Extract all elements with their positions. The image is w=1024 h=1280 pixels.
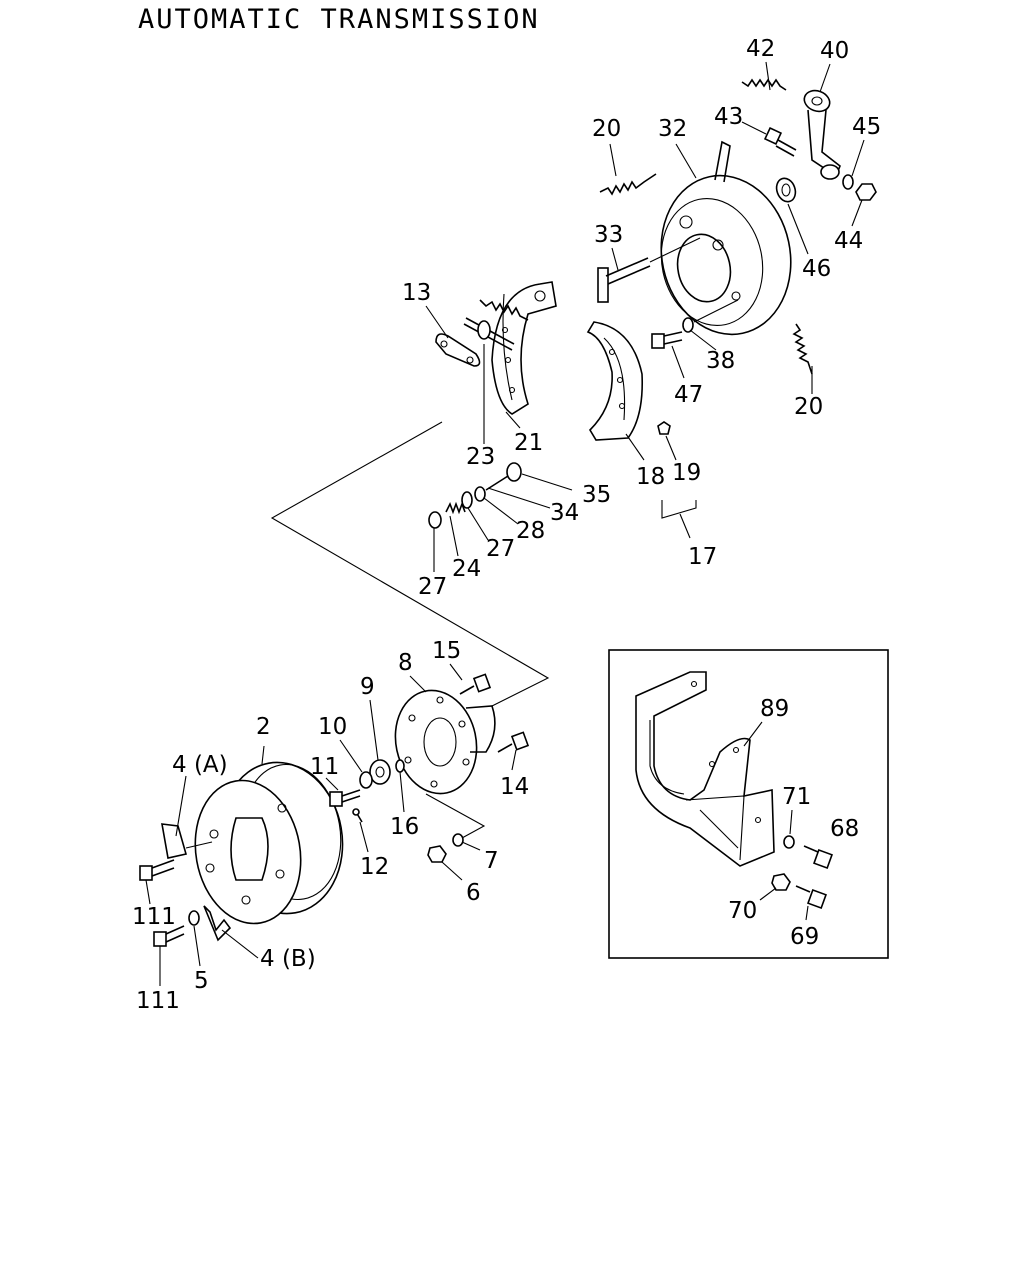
callout-45: 45 [852,114,881,140]
callout-24: 24 [452,556,481,582]
nut-70-part [771,873,791,891]
washer-38-part [682,317,694,333]
leader-lines [145,61,865,986]
callout-6: 6 [466,880,481,906]
washer-28-part [474,486,486,502]
callout-20-lower: 20 [794,394,823,420]
callout-23: 23 [466,444,495,470]
plate-13-part [435,333,481,367]
hub-8-part [394,689,496,795]
brake-shoe-right-part [586,321,644,441]
washer-27-upper-part [461,491,473,509]
callout-18: 18 [636,464,665,490]
adjuster-23-part [463,317,515,351]
spring-42-part [741,78,787,91]
bolt-11-part [329,789,361,807]
ring-16-part [395,759,405,773]
diagram-title: AUTOMATIC TRANSMISSION [138,4,540,35]
assembly-indicator-line [270,421,550,707]
callout-42: 42 [746,36,775,62]
washer-71-part [783,835,795,849]
nut-44-part [855,183,877,201]
cap-35-part [506,462,522,482]
callout-4a: 4 (A) [172,752,228,778]
bolt-47-part [651,331,683,349]
bolt-68-part [803,845,833,869]
callout-15: 15 [432,638,461,664]
callout-8: 8 [398,650,413,676]
callout-69: 69 [790,924,819,950]
brake-drum-part [194,761,344,925]
brake-shoe-left-part [491,281,557,415]
callout-33: 33 [594,222,623,248]
pin-33-part [597,237,701,303]
hub-indicator-line [425,793,486,839]
bracket-89-part [635,671,775,867]
callout-32: 32 [658,116,687,142]
callout-17: 17 [688,544,717,570]
callout-34: 34 [550,500,579,526]
washer-27-lower-part [428,511,442,529]
callout-27-upper: 27 [486,536,515,562]
callout-12: 12 [360,854,389,880]
bolt-15-part [459,673,492,695]
callout-38: 38 [706,348,735,374]
washer-45-part [842,174,854,190]
pin-34-part [485,475,509,491]
callout-46: 46 [802,256,831,282]
nut-6-part [427,845,447,863]
callout-16: 16 [390,814,419,840]
callout-111-upper: 111 [132,904,176,930]
callout-13: 13 [402,280,431,306]
callout-14: 14 [500,774,529,800]
spring-24-part [445,501,466,515]
inset-frame [608,649,889,959]
pin-19-part [657,421,671,435]
washer-46-part [775,177,797,203]
callout-20-upper: 20 [592,116,621,142]
bolt-43-part [763,126,797,157]
bolt-69-part [795,885,827,909]
callout-10: 10 [318,714,347,740]
spring-20-upper-part [599,173,657,196]
washer-7-part [452,833,464,847]
callout-9: 9 [360,674,375,700]
callout-89: 89 [760,696,789,722]
callout-27-lower: 27 [418,574,447,600]
spring-20-lower-part [792,323,813,375]
callout-111-lower: 111 [136,988,180,1014]
callout-5: 5 [194,968,209,994]
callout-11: 11 [310,754,339,780]
callout-44: 44 [834,228,863,254]
lever-part [803,89,841,180]
callout-35: 35 [582,482,611,508]
callout-7: 7 [484,848,499,874]
callout-19: 19 [672,460,701,486]
seal-9-part [369,759,391,785]
bolt-111-upper-part [139,859,175,881]
callout-40: 40 [820,38,849,64]
callout-21: 21 [514,430,543,456]
spring-21-part [479,299,529,321]
callout-4b: 4 (B) [260,946,316,972]
screw-12-part [352,808,363,823]
callout-68: 68 [830,816,859,842]
callout-71: 71 [782,784,811,810]
bolt-14-part [497,731,530,753]
washer-10-part [359,771,373,789]
clip-4a-part [161,823,188,859]
callout-47: 47 [674,382,703,408]
callout-labels: 42 40 43 20 32 45 44 46 33 13 47 38 20 2… [132,36,881,1014]
callout-2: 2 [256,714,271,740]
backing-plate-part [660,140,792,336]
callout-43: 43 [714,104,743,130]
washer-5-part [188,910,200,926]
callout-70: 70 [728,898,757,924]
callout-28: 28 [516,518,545,544]
